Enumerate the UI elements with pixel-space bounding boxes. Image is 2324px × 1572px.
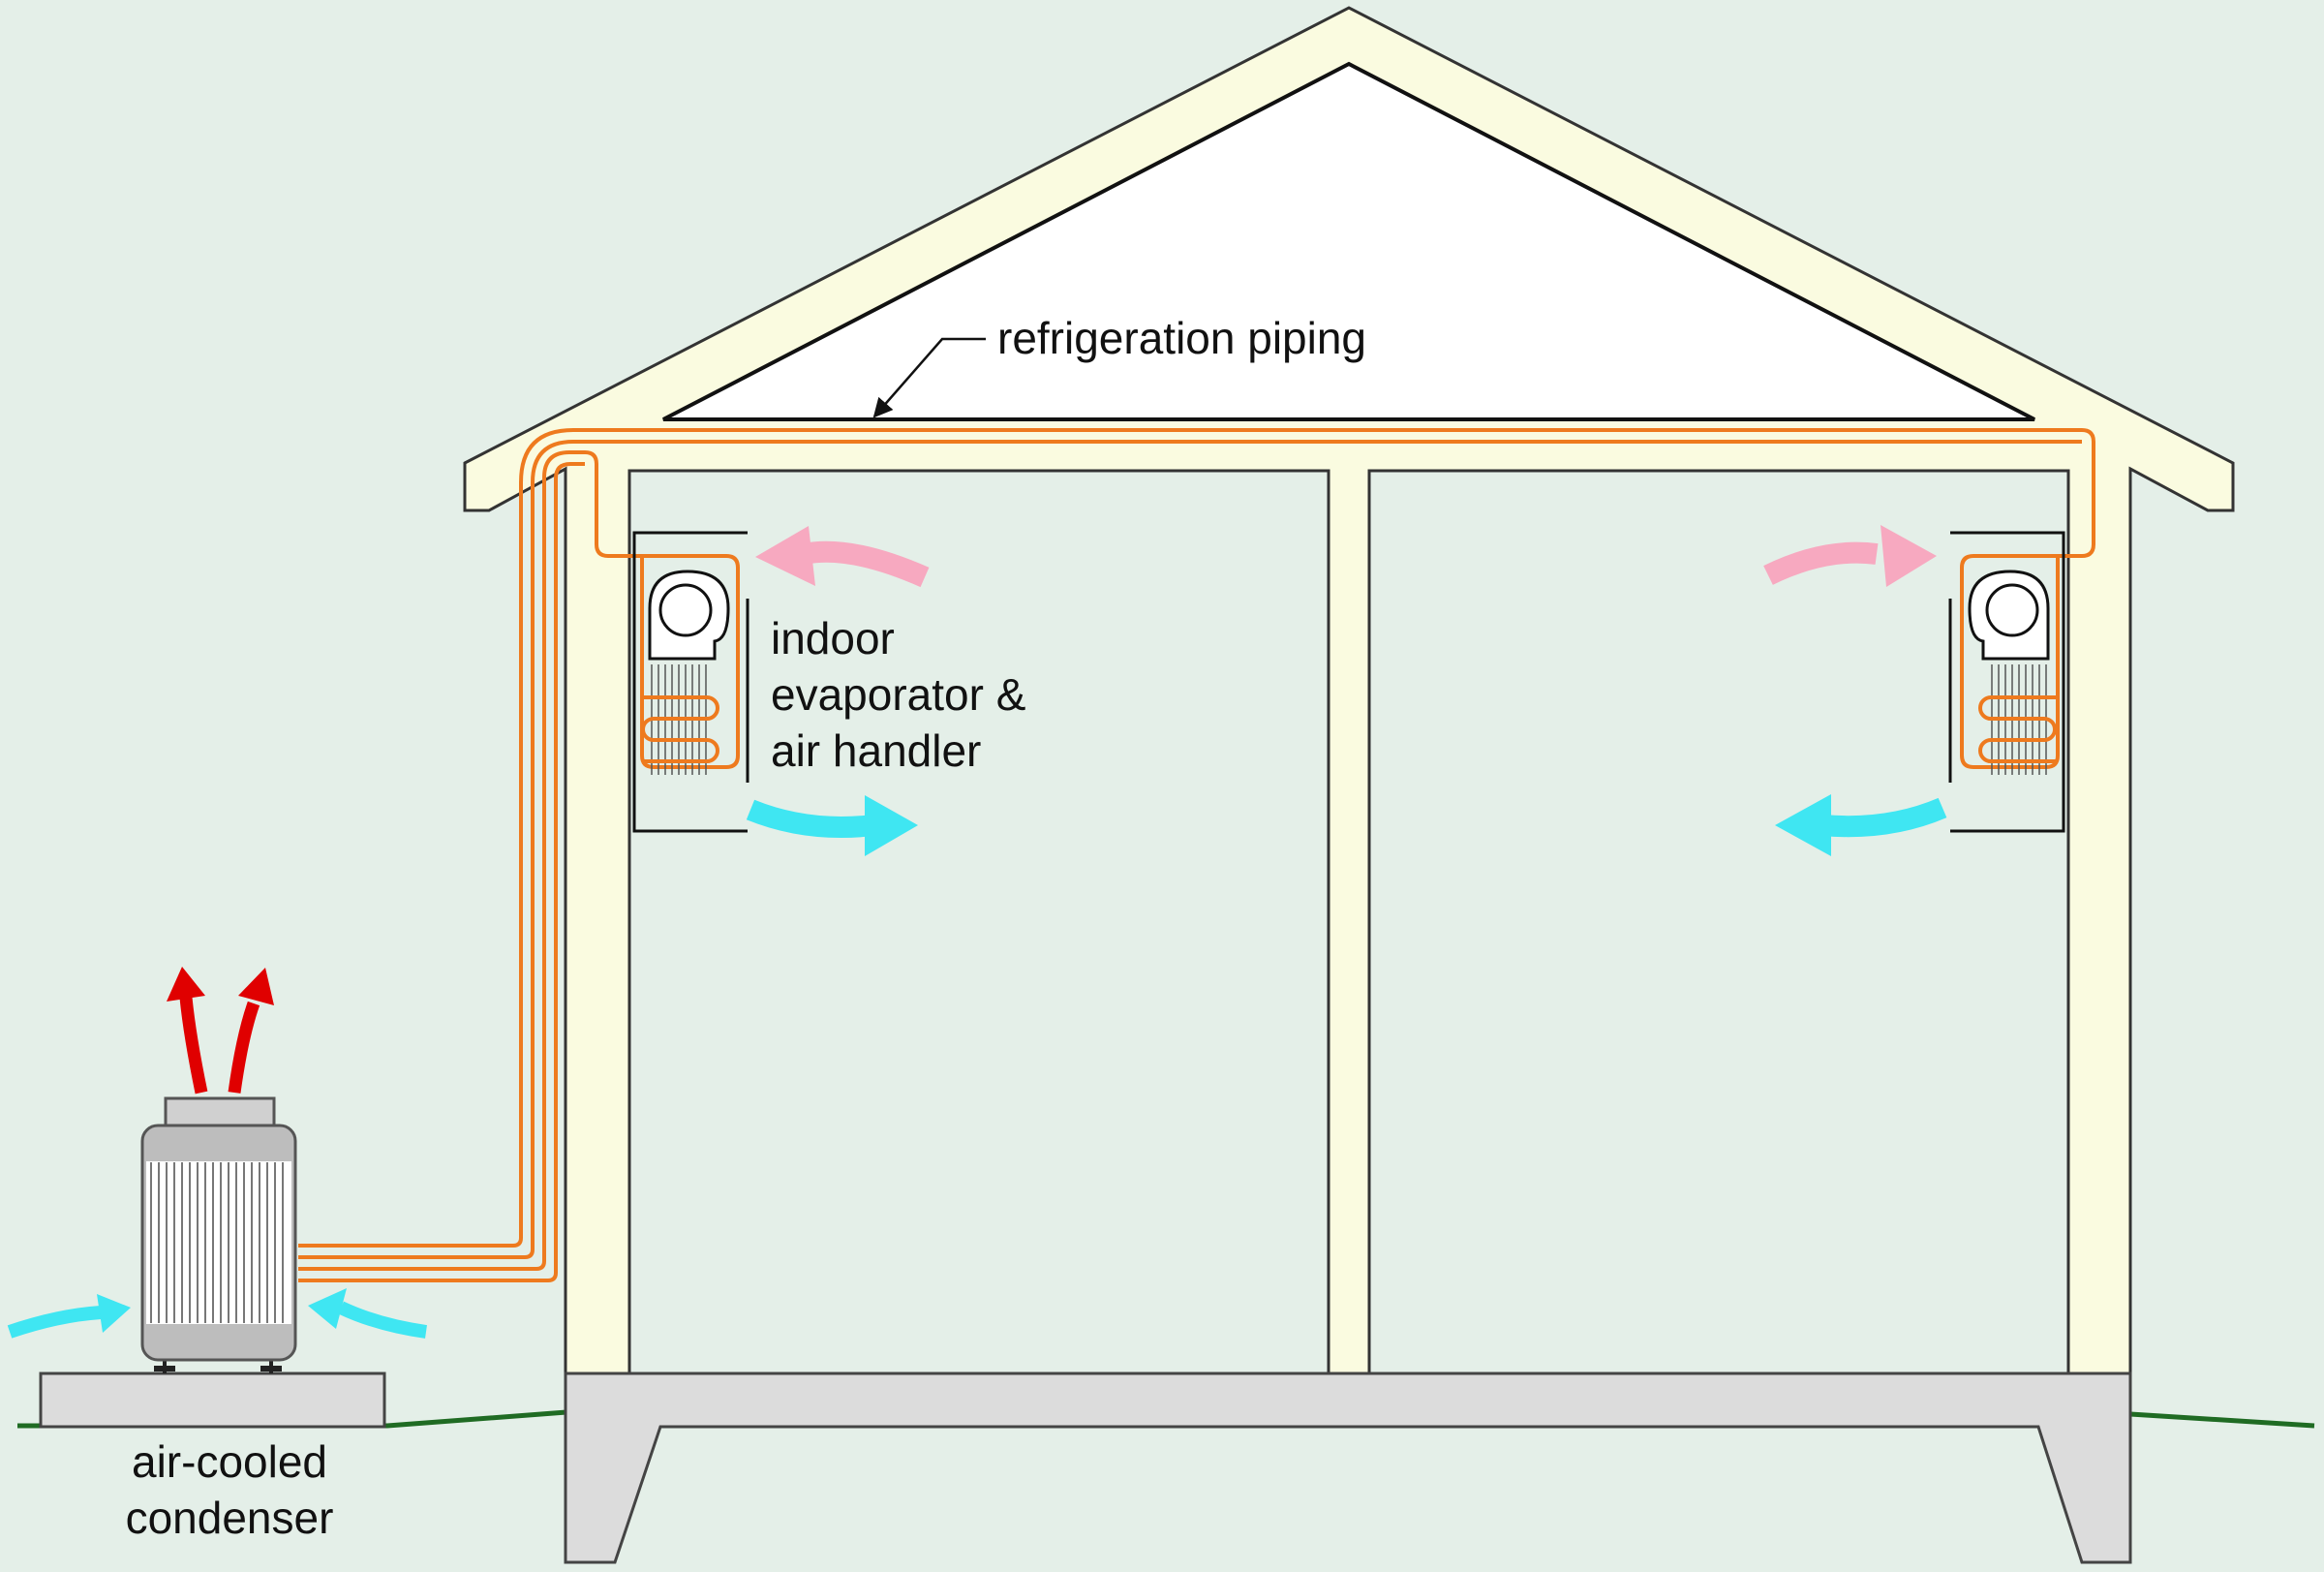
condenser-label-line2: condenser <box>126 1493 334 1543</box>
evaporator-air-handler-icon <box>632 531 749 833</box>
foundation <box>564 1372 2132 1564</box>
evaporator-air-handler-icon <box>1948 531 2065 833</box>
evaporator-label-line2: evaporator & <box>771 669 1025 720</box>
room-right <box>1367 469 2070 1375</box>
room-left <box>627 469 1330 1375</box>
evaporator-label-line3: air handler <box>771 725 981 776</box>
attic-space <box>662 61 2035 421</box>
airflow-arrow-icon <box>746 525 1947 856</box>
label-leader <box>872 337 986 418</box>
condenser-label-line1: air-cooled <box>132 1436 327 1487</box>
refrigeration-piping <box>298 428 2095 1282</box>
airflow-arrow-icon <box>7 967 427 1339</box>
condenser-unit-icon <box>39 1096 386 1429</box>
blower-fan-icon <box>648 570 730 661</box>
condenser-pad <box>39 1372 386 1429</box>
evaporator-label-line1: indoor <box>771 613 895 663</box>
refrigeration-piping-label: refrigeration piping <box>997 313 1366 363</box>
blower-fan-icon <box>1968 570 2050 661</box>
house-frame <box>463 6 2235 1564</box>
